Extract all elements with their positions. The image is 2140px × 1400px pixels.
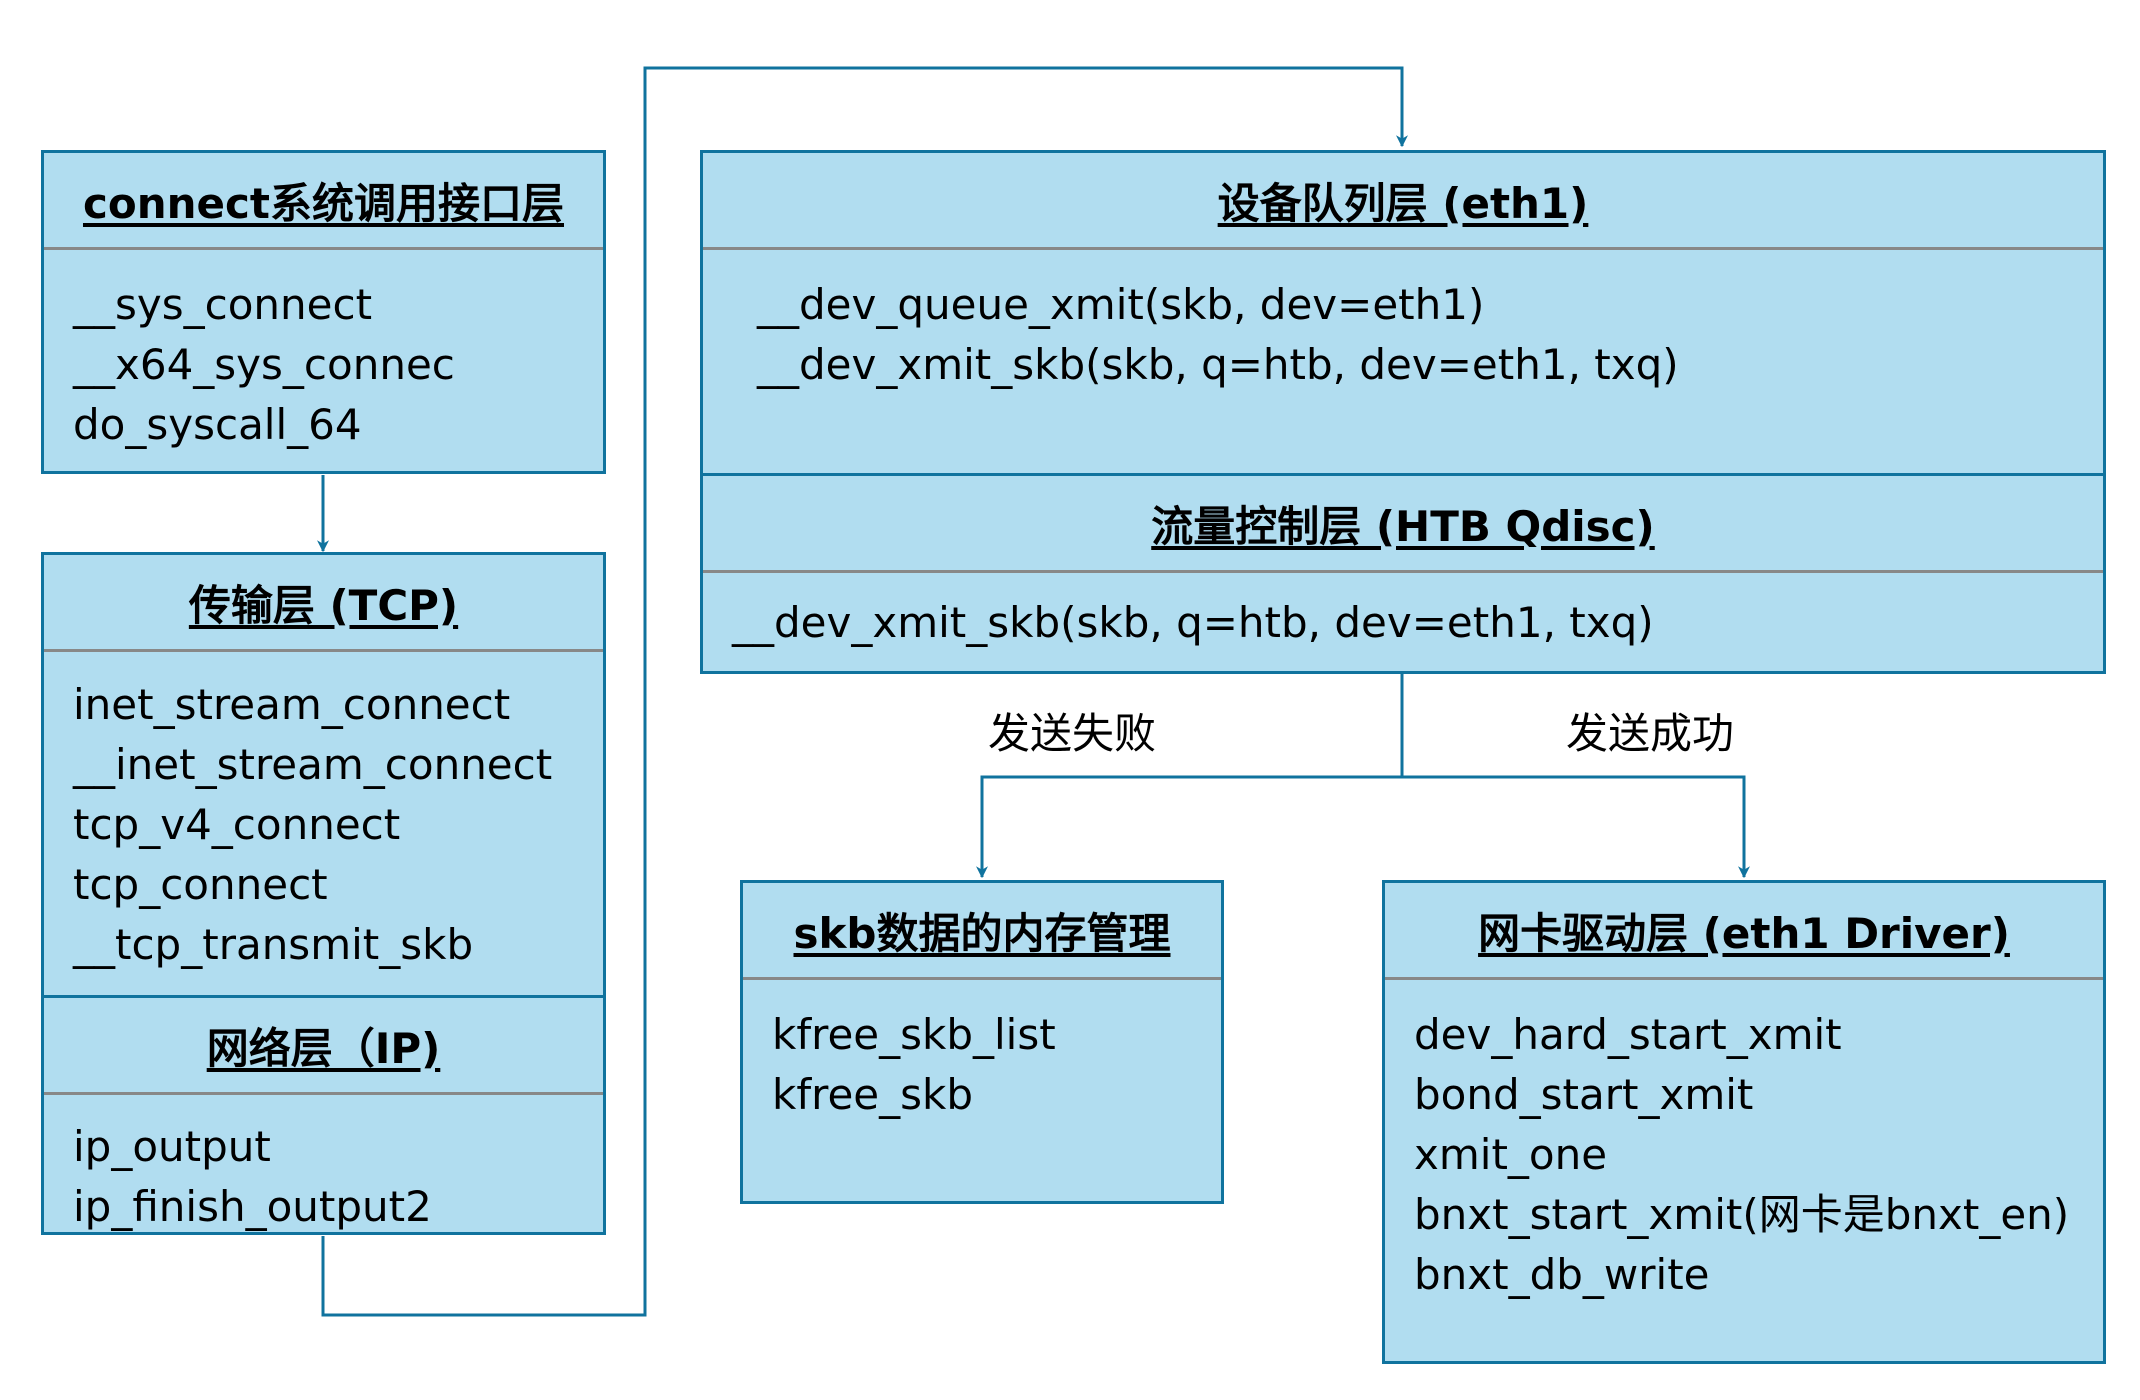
edge-label-send-succeeded: 发送成功 [1566, 709, 1735, 758]
function-line: __dev_xmit_skb(skb, q=htb, dev=eth1, txq… [732, 598, 1654, 647]
box-nic-driver: 网卡驱动层 (eth1 Driver) dev_hard_start_xmit … [1382, 880, 2106, 1364]
function-line: tcp_v4_connect [73, 800, 401, 849]
box-qdisc-title: 流量控制层 (HTB Qdisc) [1151, 501, 1655, 551]
box-skb-memory: skb数据的内存管理 kfree_skb_list kfree_skb [740, 880, 1224, 1204]
function-line: inet_stream_connect [73, 680, 511, 729]
separator [44, 1092, 603, 1095]
box-driver-title: 网卡驱动层 (eth1 Driver) [1478, 908, 2010, 958]
function-line: __tcp_transmit_skb [73, 920, 474, 969]
box-ip-body: ip_output ip_finish_output2 [73, 1117, 432, 1237]
function-line: dev_hard_start_xmit [1414, 1010, 1842, 1059]
function-line: ip_output [73, 1122, 271, 1171]
function-line: ip_finish_output2 [73, 1182, 432, 1231]
box-driver-body: dev_hard_start_xmit bond_start_xmit xmit… [1414, 1005, 2069, 1305]
separator [1385, 977, 2103, 980]
function-line: __x64_sys_connec [73, 340, 455, 389]
function-line: bnxt_db_write [1414, 1250, 1710, 1299]
separator [703, 570, 2103, 573]
function-line: bnxt_start_xmit(网卡是bnxt_en) [1414, 1190, 2070, 1239]
box-devqueue-body: __dev_queue_xmit(skb, dev=eth1) __dev_xm… [757, 275, 1679, 395]
box-tcp-body: inet_stream_connect __inet_stream_connec… [73, 675, 552, 975]
edge-ip-to-devqueue [321, 66, 1408, 1317]
box-skbmem-body: kfree_skb_list kfree_skb [772, 1005, 1056, 1125]
box-devqueue-title: 设备队列层 (eth1) [1217, 178, 1589, 228]
function-line: __sys_connect [73, 280, 373, 329]
separator [44, 649, 603, 652]
function-line: do_syscall_64 [73, 400, 362, 449]
function-line: bond_start_xmit [1414, 1070, 1754, 1119]
edge-qdisc-to-driver [1402, 775, 1750, 879]
function-line: kfree_skb [772, 1070, 973, 1119]
separator [44, 995, 603, 998]
box-tcp-title: 传输层 (TCP) [188, 580, 459, 630]
separator [703, 473, 2103, 476]
box-connect-title: connect系统调用接口层 [82, 178, 564, 228]
box-transport-network: 传输层 (TCP) inet_stream_connect __inet_str… [41, 552, 606, 1235]
box-device-queue-qdisc: 设备队列层 (eth1) __dev_queue_xmit(skb, dev=e… [700, 150, 2106, 674]
separator [703, 247, 2103, 250]
function-line: kfree_skb_list [772, 1010, 1056, 1059]
box-connect-syscall: connect系统调用接口层 __sys_connect __x64_sys_c… [41, 150, 606, 474]
edge-qdisc-to-skbmem [976, 673, 1404, 879]
separator [743, 977, 1221, 980]
box-skbmem-title: skb数据的内存管理 [793, 908, 1171, 958]
box-ip-title: 网络层（IP) [206, 1023, 441, 1073]
function-line: __inet_stream_connect [73, 740, 553, 789]
function-line: tcp_connect [73, 860, 328, 909]
separator [44, 247, 603, 250]
function-line: __dev_xmit_skb(skb, q=htb, dev=eth1, txq… [757, 340, 1679, 389]
edge-label-send-failed: 发送失败 [988, 709, 1157, 758]
box-qdisc-body: __dev_xmit_skb(skb, q=htb, dev=eth1, txq… [732, 593, 1654, 653]
function-line: xmit_one [1414, 1130, 1608, 1179]
function-line: __dev_queue_xmit(skb, dev=eth1) [757, 280, 1485, 329]
box-connect-body: __sys_connect __x64_sys_connec do_syscal… [73, 275, 455, 455]
